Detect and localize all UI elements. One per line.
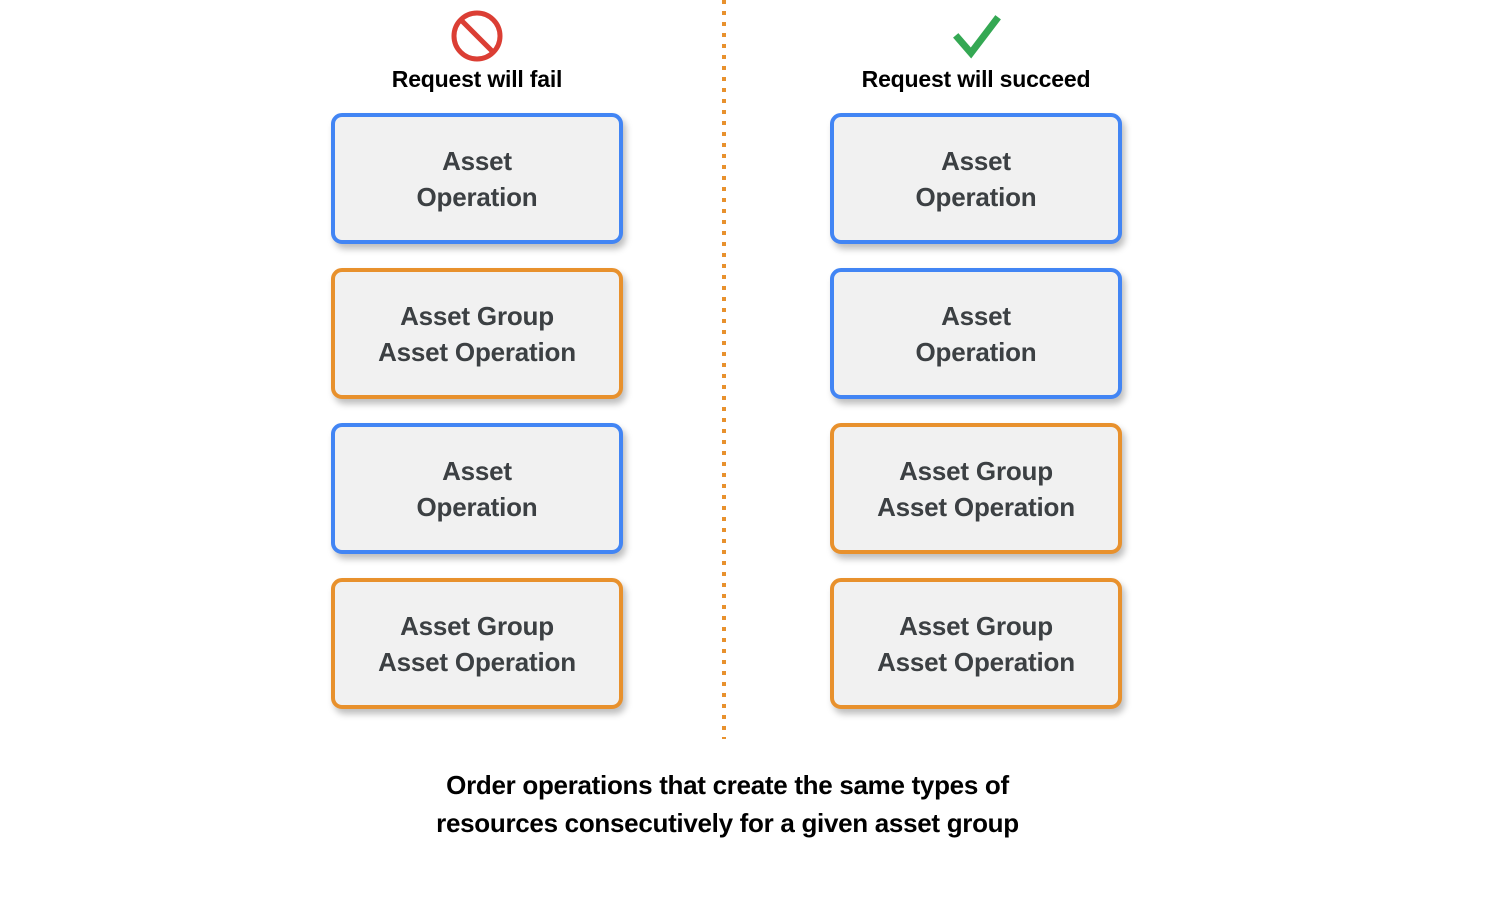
box-stack-fail: Asset Operation Asset Group Asset Operat… [331, 113, 623, 733]
column-title-succeed: Request will succeed [861, 66, 1091, 92]
dotted-vertical-divider [722, 0, 726, 739]
node-box-label: Asset Group Asset Operation [877, 610, 1075, 677]
checkmark-icon [953, 15, 1001, 59]
node-box-fail-2[interactable]: Asset Group Asset Operation [331, 268, 623, 399]
node-box-succeed-1[interactable]: Asset Operation [830, 113, 1122, 244]
node-box-succeed-3[interactable]: Asset Group Asset Operation [830, 423, 1122, 554]
node-box-label: Asset Operation [416, 455, 538, 522]
node-box-label: Asset Operation [416, 145, 538, 212]
node-box-label: Asset Group Asset Operation [378, 610, 576, 677]
prohibition-icon [451, 10, 503, 62]
node-box-label: Asset Group Asset Operation [378, 300, 576, 367]
node-box-label: Asset Group Asset Operation [877, 455, 1075, 522]
node-box-fail-1[interactable]: Asset Operation [331, 113, 623, 244]
node-box-fail-4[interactable]: Asset Group Asset Operation [331, 578, 623, 709]
column-header-fail: Request will fail [331, 8, 623, 93]
node-box-label: Asset Operation [915, 300, 1037, 367]
diagram-caption: Order operations that create the same ty… [436, 770, 1019, 838]
node-box-succeed-4[interactable]: Asset Group Asset Operation [830, 578, 1122, 709]
node-box-fail-3[interactable]: Asset Operation [331, 423, 623, 554]
node-box-label: Asset Operation [915, 145, 1037, 212]
column-header-succeed: Request will succeed [830, 8, 1122, 93]
column-title-fail: Request will fail [391, 66, 563, 92]
box-stack-succeed: Asset Operation Asset Operation Asset Gr… [830, 113, 1122, 733]
node-box-succeed-2[interactable]: Asset Operation [830, 268, 1122, 399]
